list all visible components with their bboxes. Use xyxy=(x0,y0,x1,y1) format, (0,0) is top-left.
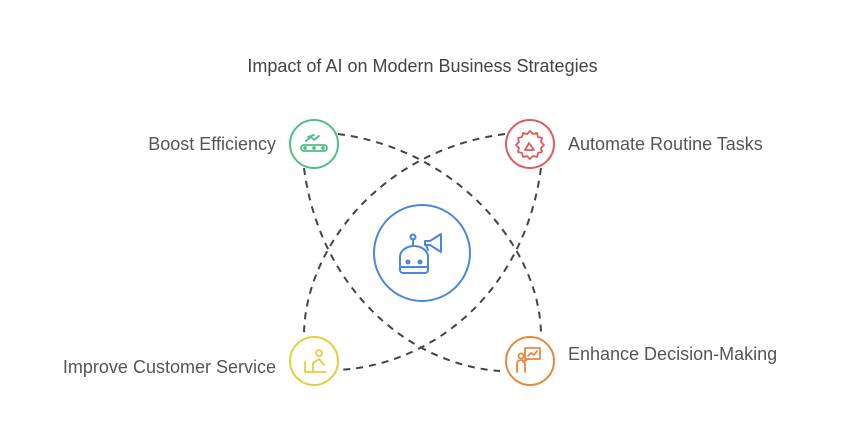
robot-megaphone-icon xyxy=(399,233,442,274)
label-boost-efficiency: Boost Efficiency xyxy=(148,134,276,154)
arc-top-right-to-bottom-left-lower xyxy=(337,167,542,371)
arc-top-left-to-bottom-right-upper xyxy=(337,133,542,335)
gear-hand-icon xyxy=(515,130,545,160)
label-automate-routine-tasks: Automate Routine Tasks xyxy=(568,134,763,154)
node-enhance-decision-making xyxy=(505,336,555,386)
label-improve-customer-service: Improve Customer Service xyxy=(62,357,276,377)
conveyor-belt-icon xyxy=(300,134,328,152)
node-improve-customer-service xyxy=(289,336,339,386)
node-automate-routine-tasks xyxy=(505,119,555,169)
center-node xyxy=(373,204,471,302)
presentation-icon xyxy=(516,347,541,373)
diagram-title: Impact of AI on Modern Business Strategi… xyxy=(247,56,598,76)
node-boost-efficiency xyxy=(289,119,339,169)
arc-top-right-to-bottom-left-upper xyxy=(303,133,506,335)
customer-desk-icon xyxy=(304,349,327,373)
label-enhance-decision-making: Enhance Decision-Making xyxy=(568,344,778,364)
